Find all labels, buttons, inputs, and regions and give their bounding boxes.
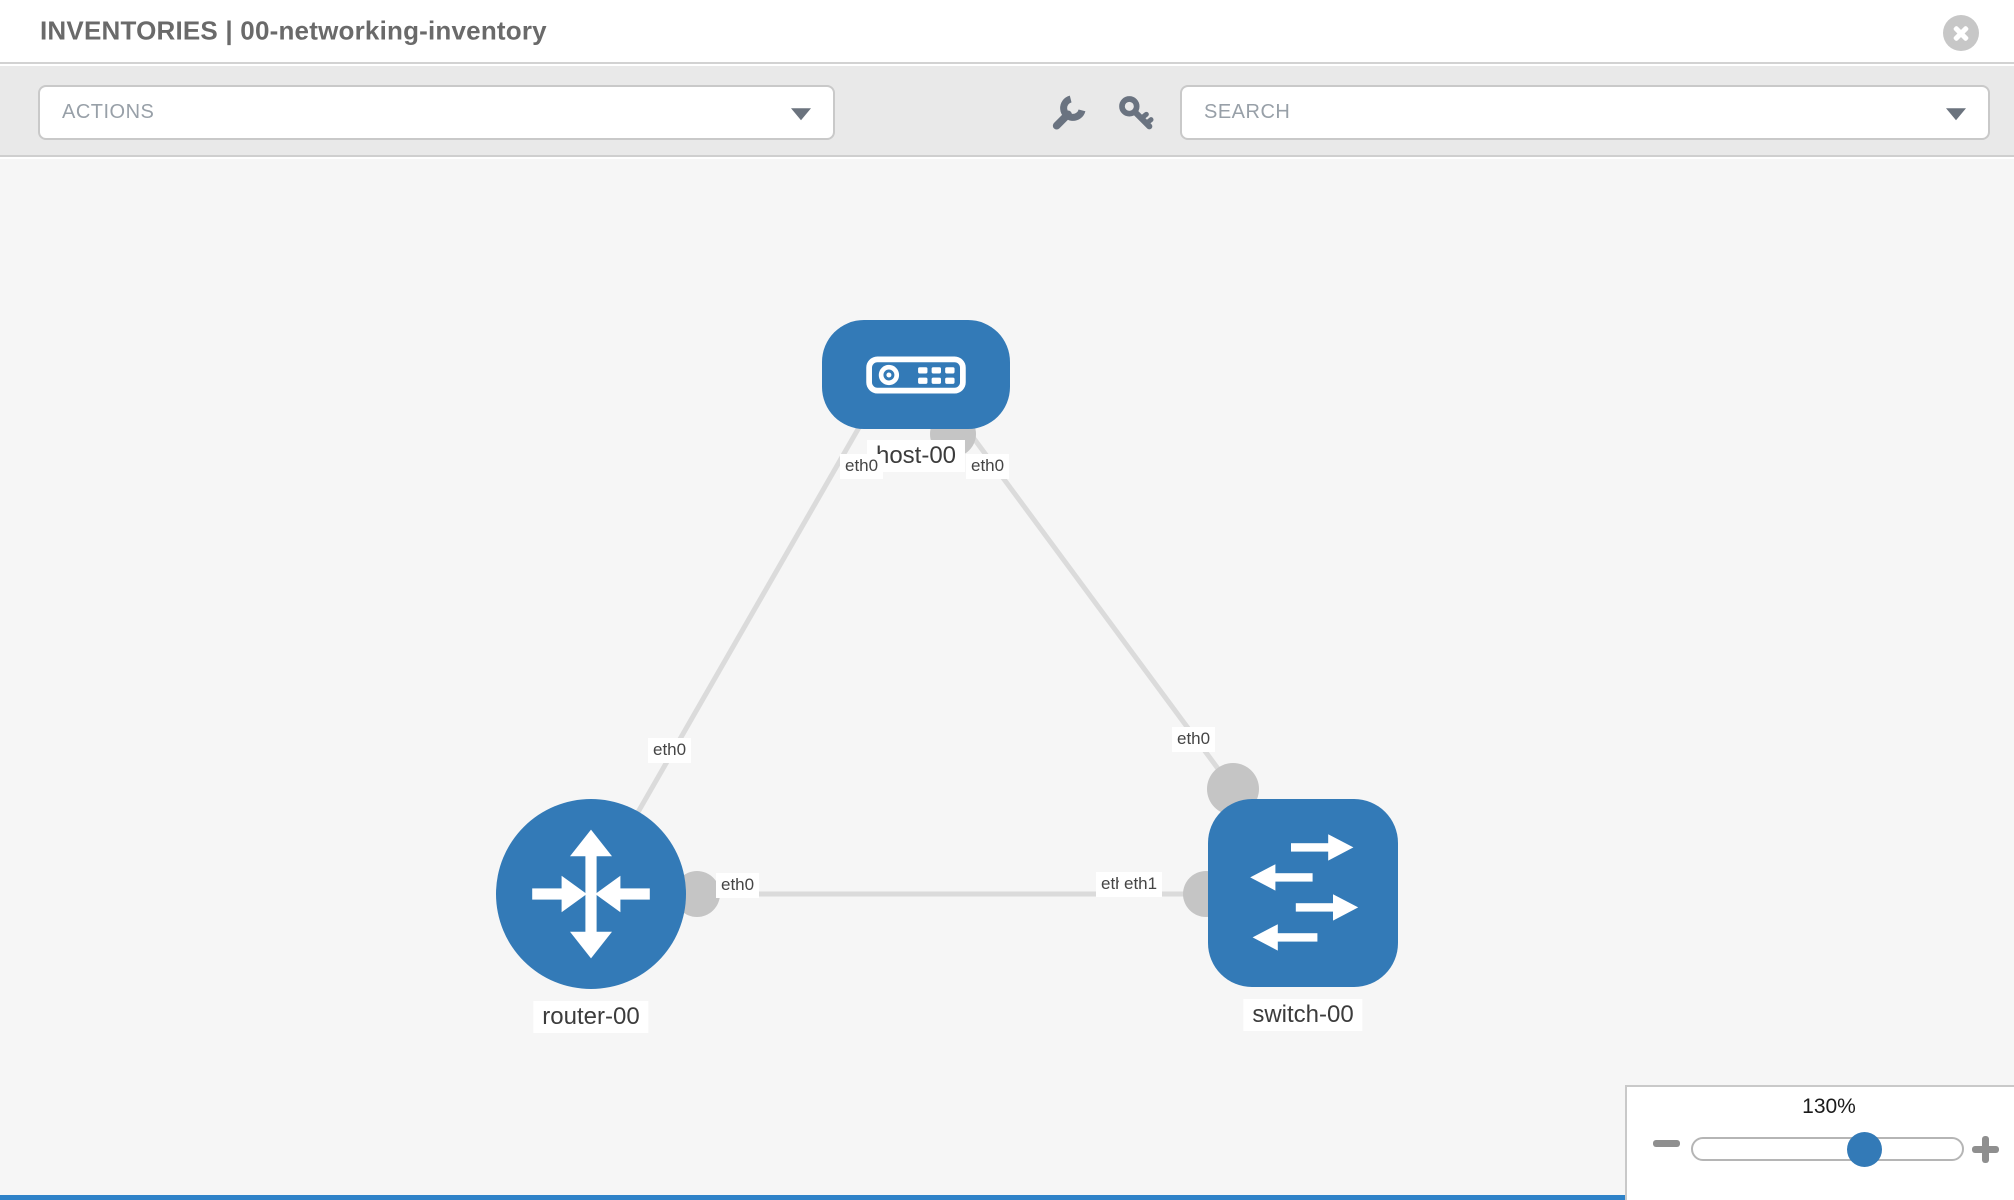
iface-label-host-switch-at-switch: eth0 — [1172, 727, 1216, 752]
actions-dropdown[interactable]: ACTIONS — [38, 85, 835, 140]
zoom-in-button[interactable] — [1972, 1136, 1999, 1163]
wrench-icon — [1052, 95, 1086, 130]
topology-canvas[interactable]: host-00 router-00 switch-00 eth0 eth0 et… — [0, 159, 2014, 1200]
node-label-switch: switch-00 — [1243, 999, 1363, 1031]
plus-icon — [1982, 1136, 1989, 1163]
iface-label-router-switch-at-router: eth0 — [716, 873, 760, 898]
node-host-00[interactable] — [822, 320, 1010, 429]
header-bar: INVENTORIES | 00-networking-inventory — [0, 0, 2014, 64]
chevron-down-icon — [791, 107, 811, 120]
toolbar: ACTIONS SEARCH — [0, 66, 2014, 157]
zoom-slider-thumb[interactable] — [1847, 1132, 1882, 1167]
host-device-icon — [866, 356, 966, 393]
adhoc-command-button[interactable] — [1048, 93, 1088, 133]
zoom-level-label: 130% — [1802, 1095, 1856, 1118]
page-title: INVENTORIES | 00-networking-inventory — [40, 15, 547, 46]
node-router-00[interactable] — [496, 799, 686, 989]
zoom-slider-track[interactable] — [1691, 1137, 1964, 1161]
iface-label-router-switch-at-switch-overlap: eth1 — [1119, 872, 1163, 897]
iface-label-host-switch-at-host: eth0 — [966, 454, 1010, 479]
chevron-down-icon — [1946, 107, 1966, 120]
search-dropdown-label: SEARCH — [1204, 101, 1291, 123]
iface-label-host-router-at-host: eth0 — [840, 454, 884, 479]
router-arrows-icon — [532, 829, 650, 959]
zoom-out-button[interactable] — [1653, 1140, 1680, 1147]
node-label-host: host-00 — [866, 440, 966, 472]
key-icon — [1119, 96, 1154, 130]
zoom-control-panel: 130% — [1625, 1085, 2014, 1200]
links-layer — [588, 411, 1259, 917]
node-switch-00[interactable] — [1208, 799, 1398, 987]
iface-label-host-router-at-router: eth0 — [648, 738, 692, 763]
actions-dropdown-label: ACTIONS — [62, 101, 155, 123]
search-dropdown[interactable]: SEARCH — [1180, 85, 1990, 140]
port-connector-router — [674, 871, 720, 917]
node-label-router: router-00 — [533, 1001, 649, 1033]
bottom-accent-strip — [0, 1195, 1625, 1200]
credentials-button[interactable] — [1116, 93, 1156, 133]
switch-arrows-icon — [1250, 834, 1359, 951]
close-button[interactable] — [1943, 15, 1979, 51]
